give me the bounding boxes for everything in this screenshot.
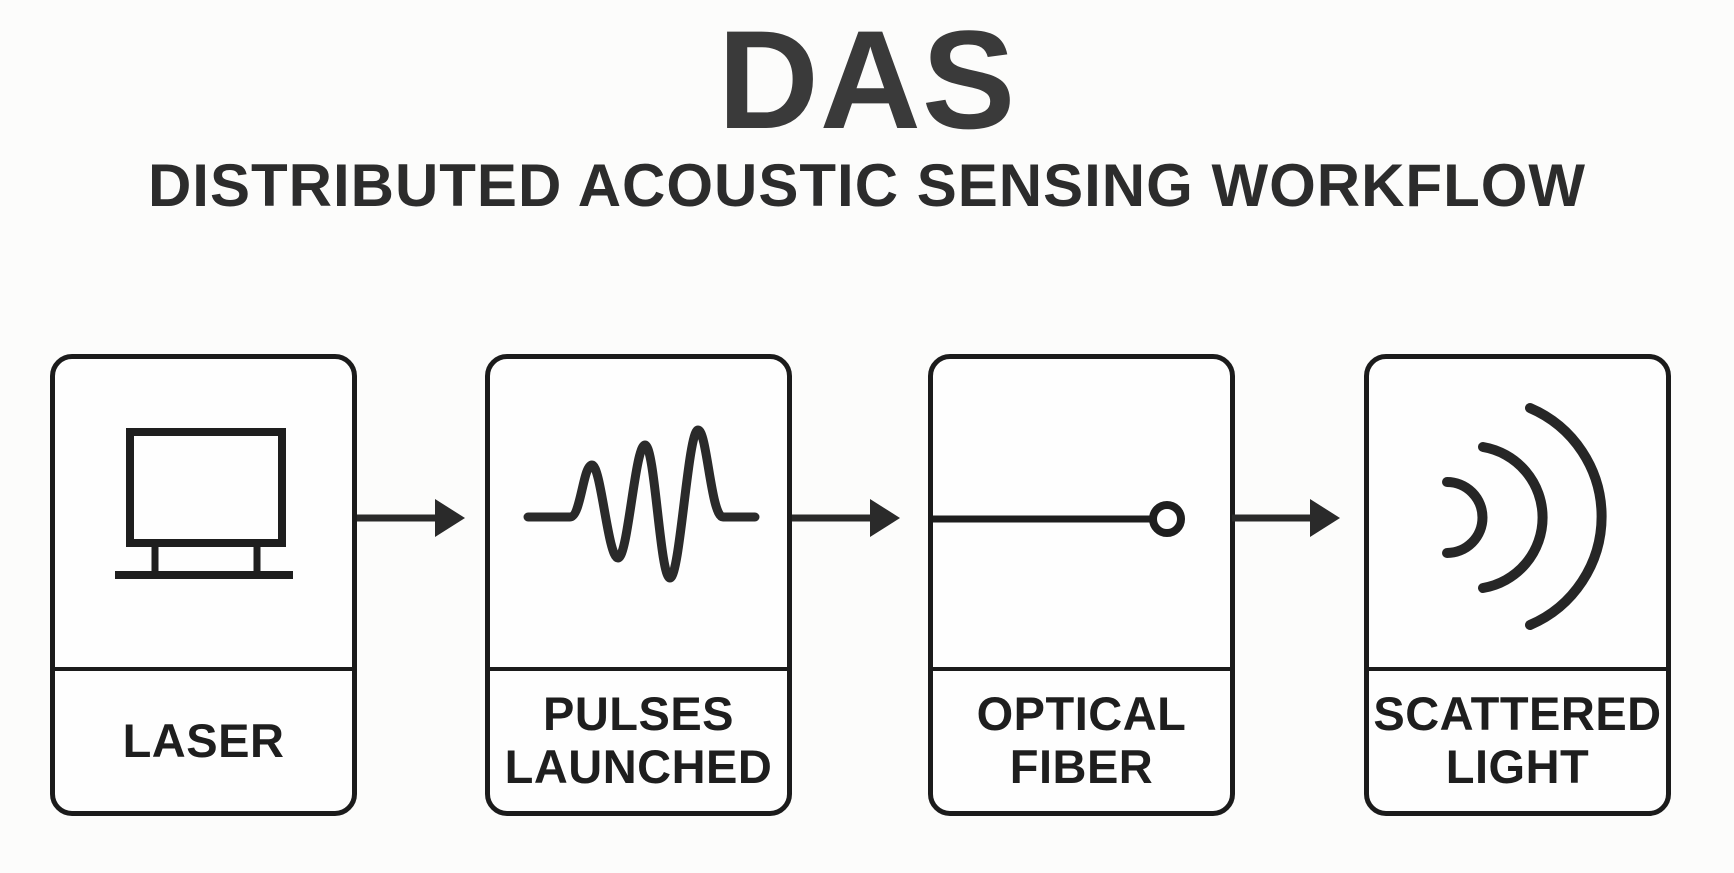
- step-label-line: LAUNCHED: [504, 740, 773, 793]
- step-scatter-icon-area: [1369, 359, 1666, 667]
- step-scattered-light: SCATTERED LIGHT: [1364, 354, 1671, 816]
- step-label-line: LASER: [122, 713, 285, 767]
- step-label-line: SCATTERED: [1373, 687, 1662, 741]
- flow-arrow-fiber-to-scatter: [1232, 499, 1340, 537]
- step-fiber-icon-area: [933, 359, 1230, 667]
- flow-arrow-pulses-to-fiber: [792, 499, 900, 537]
- scattered-light-icon: [1442, 403, 1607, 630]
- page-subtitle: DISTRIBUTED ACOUSTIC SENSING WORKFLOW: [147, 152, 1587, 219]
- step-scatter-label: SCATTERED LIGHT: [1369, 667, 1666, 811]
- step-optical-fiber: OPTICAL FIBER: [928, 354, 1235, 816]
- pulse-waveform-icon: [523, 425, 760, 583]
- step-laser: LASER: [50, 354, 357, 816]
- step-pulses-launched: PULSES LAUNCHED: [485, 354, 792, 816]
- step-label-line: OPTICAL: [976, 687, 1187, 741]
- page-title: DAS: [717, 1, 1017, 158]
- laser-device-icon: [115, 428, 293, 579]
- flow-arrow-laser-to-pulses: [357, 499, 465, 537]
- step-pulses-icon-area: [490, 359, 787, 667]
- step-laser-label: LASER: [55, 667, 352, 811]
- step-label-line: LIGHT: [1445, 740, 1590, 793]
- step-label-line: FIBER: [1009, 740, 1154, 793]
- optical-fiber-icon: [933, 501, 1185, 537]
- step-laser-icon-area: [55, 359, 352, 667]
- step-fiber-label: OPTICAL FIBER: [933, 667, 1230, 811]
- step-label-line: PULSES: [542, 687, 735, 741]
- step-pulses-label: PULSES LAUNCHED: [490, 667, 787, 811]
